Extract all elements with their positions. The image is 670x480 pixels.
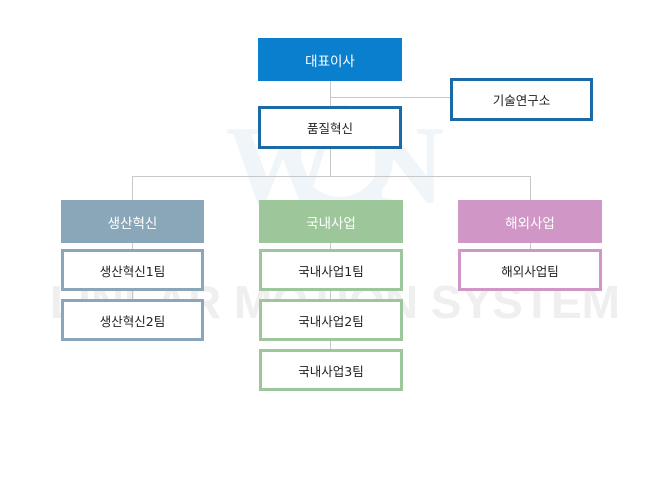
quality-label: 품질혁신: [306, 121, 353, 136]
team-label: 국내사업2팀: [298, 313, 364, 329]
team-production-2: 생산혁신2팀: [61, 299, 204, 341]
team-label: 국내사업3팀: [298, 363, 364, 379]
division-domestic: 국내사업: [259, 200, 403, 243]
team-overseas-1: 해외사업팀: [458, 249, 602, 291]
team-label: 생산혁신1팀: [99, 263, 166, 279]
team-label: 국내사업1팀: [298, 263, 364, 279]
ceo-box: 대표이사: [258, 38, 402, 81]
division-label: 생산혁신: [107, 215, 158, 232]
team-label: 생산혁신2팀: [99, 313, 166, 329]
team-domestic-2: 국내사업2팀: [259, 299, 403, 341]
ceo-label: 대표이사: [305, 53, 355, 70]
division-production: 생산혁신: [61, 200, 204, 243]
team-domestic-3: 국내사업3팀: [259, 349, 403, 391]
division-label: 국내사업: [306, 215, 356, 232]
team-production-1: 생산혁신1팀: [61, 249, 204, 291]
quality-box: 품질혁신: [258, 106, 402, 149]
team-label: 해외사업팀: [501, 263, 559, 279]
team-domestic-1: 국내사업1팀: [259, 249, 403, 291]
rnd-box: 기술연구소: [450, 78, 593, 121]
division-overseas: 해외사업: [458, 200, 602, 243]
division-label: 해외사업: [505, 215, 555, 232]
rnd-label: 기술연구소: [492, 93, 551, 108]
